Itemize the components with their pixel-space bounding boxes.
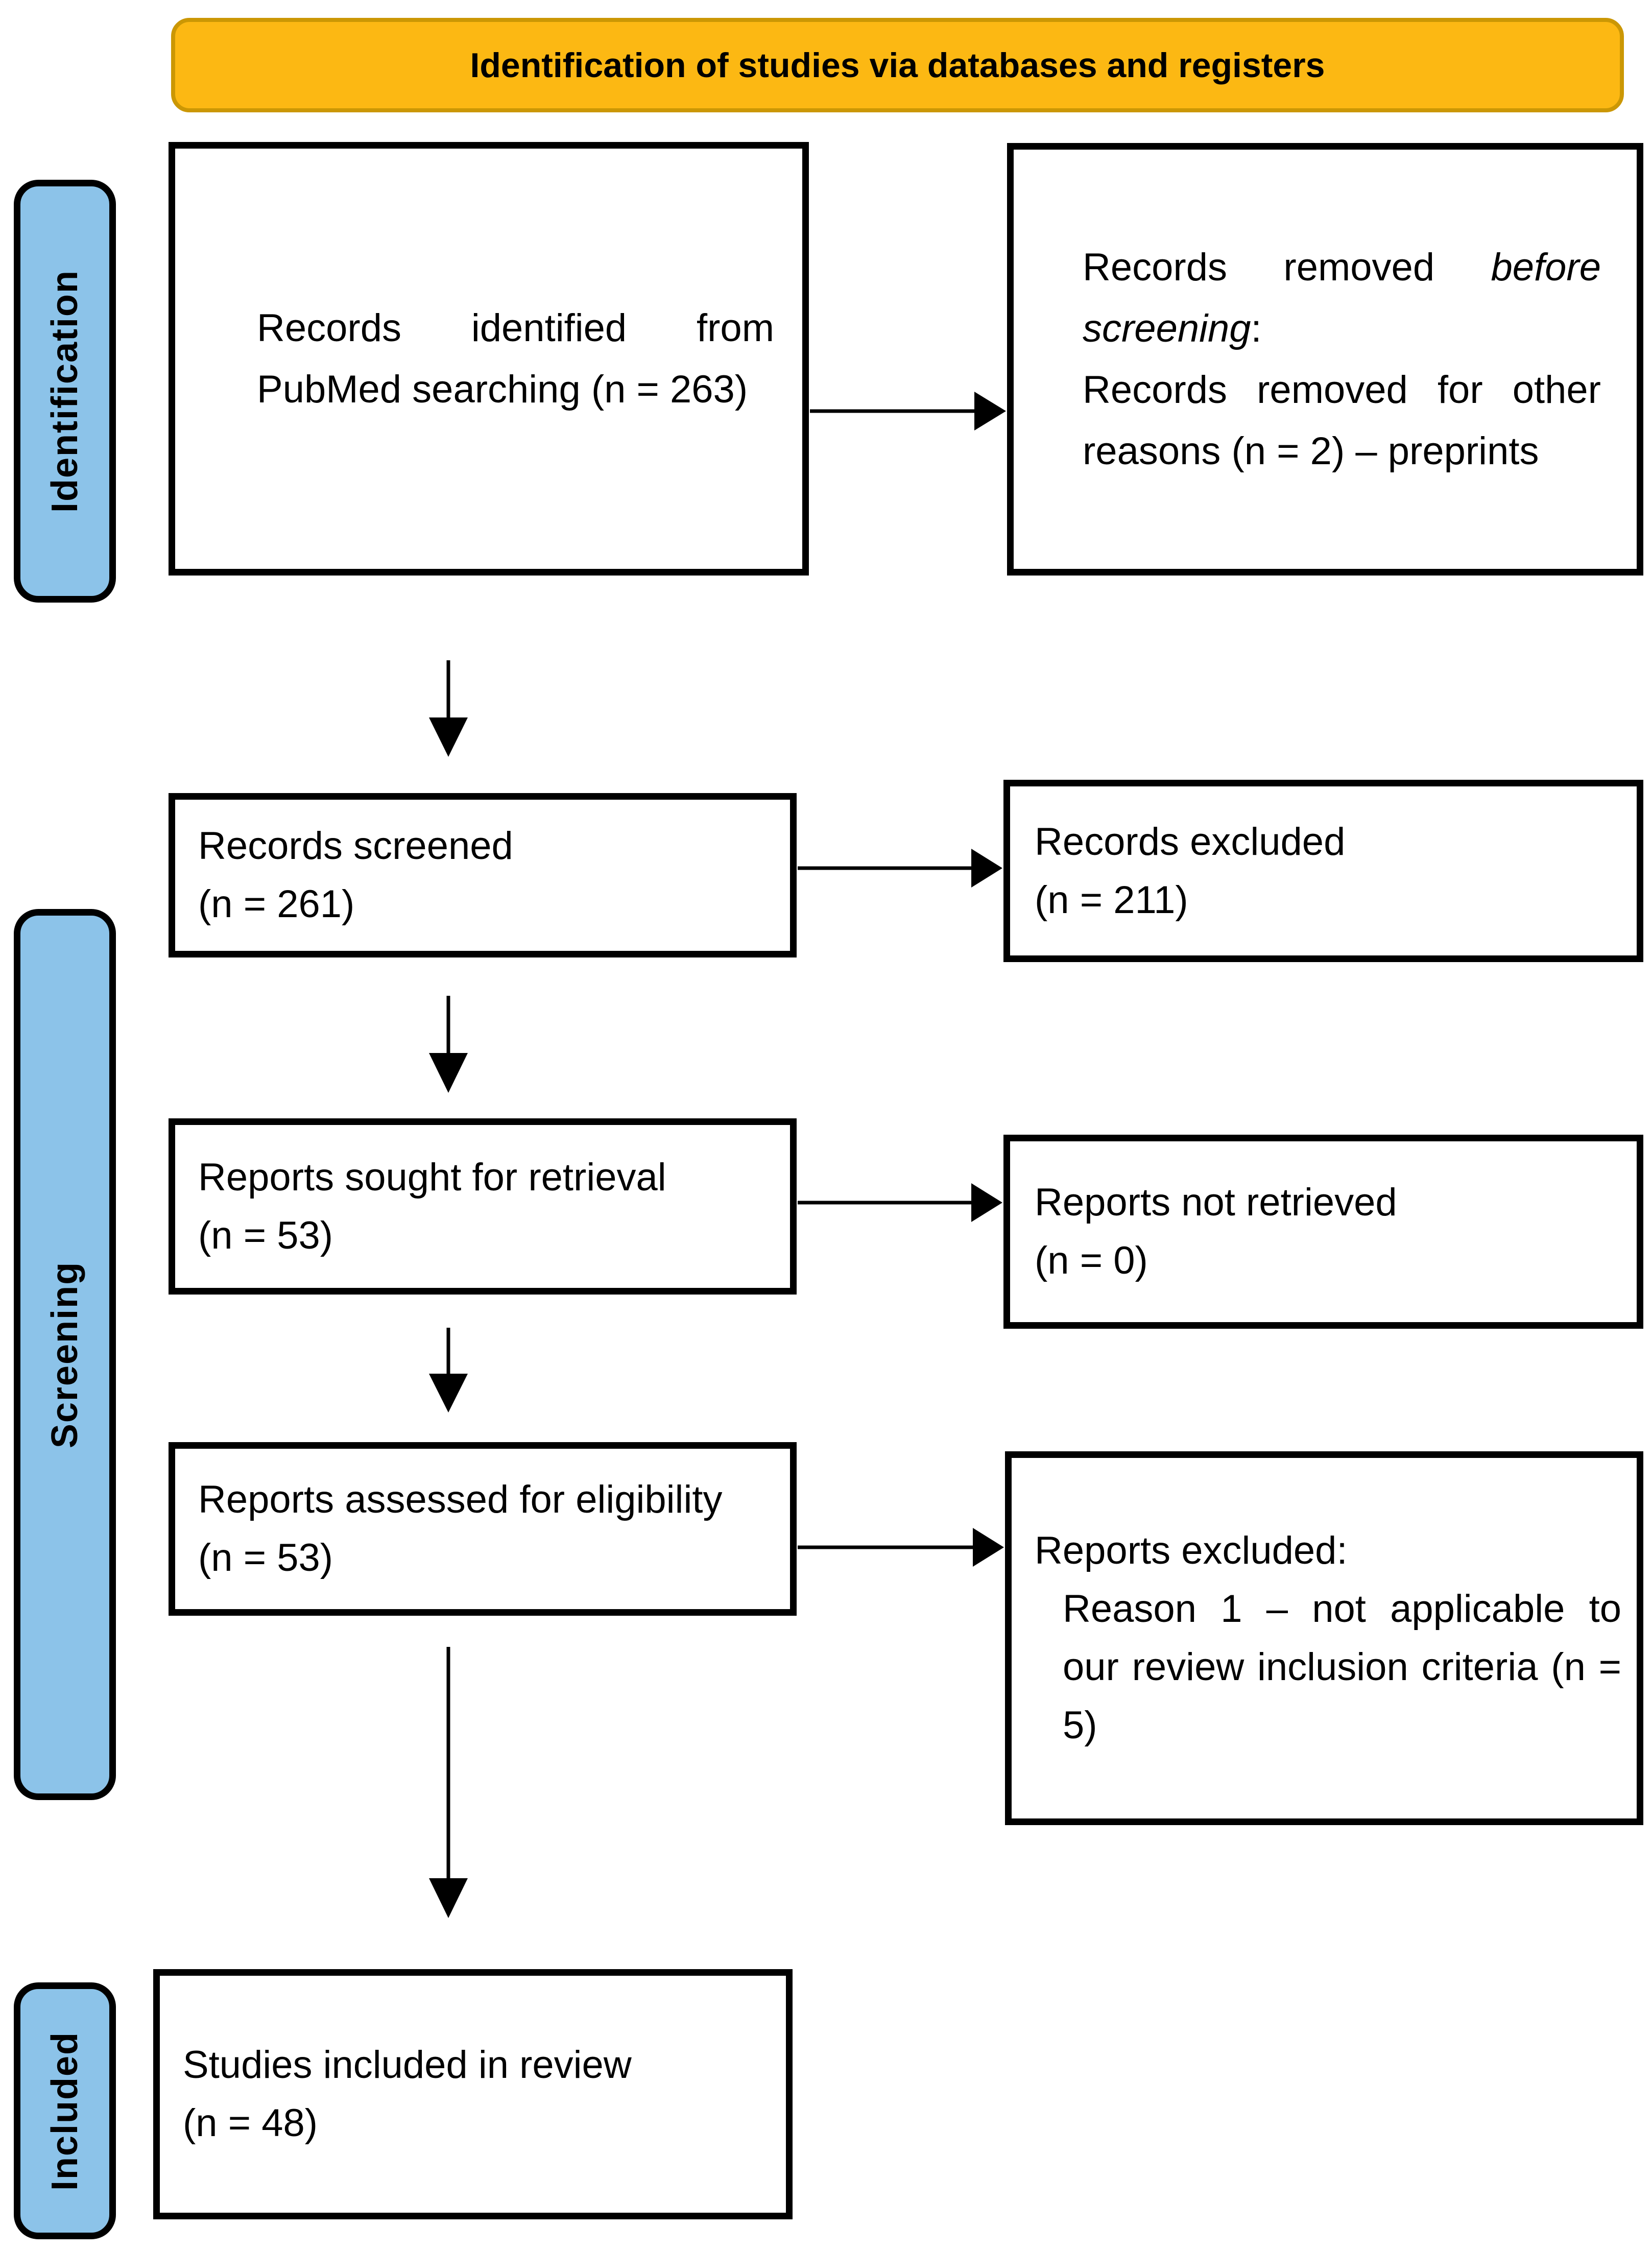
arrow-assessed-to-excluded-reasons <box>798 1528 1004 1567</box>
banner-identification-via-databases: Identification of studies via databases … <box>171 18 1624 112</box>
box-reports-assessed: Reports assessed for eligibility(n = 53) <box>169 1442 797 1616</box>
box-records-screened: Records screened(n = 261) <box>169 793 797 957</box>
arrow-screened-to-excluded <box>798 849 1002 888</box>
sidebar-stage-screening: Screening <box>14 909 116 1800</box>
box-reports-sought: Reports sought for retrieval(n = 53) <box>169 1118 797 1295</box>
arrow-assessed-to-included <box>429 1647 468 1918</box>
arrow-identified-to-removed <box>810 392 1006 430</box>
sidebar-stage-identification-label: Identification <box>44 270 85 513</box>
box-studies-included: Studies included in review(n = 48) <box>153 1969 793 2219</box>
arrow-screened-to-sought <box>429 996 468 1093</box>
sidebar-stage-included: Included <box>14 1982 116 2239</box>
sidebar-stage-included-label: Included <box>44 2031 86 2191</box>
sidebar-stage-screening-label: Screening <box>44 1261 85 1448</box>
sidebar-stage-identification: Identification <box>14 180 116 603</box>
arrow-sought-to-not-retrieved <box>798 1183 1002 1222</box>
arrow-sought-to-assessed <box>429 1328 468 1412</box>
box-reports-not-retrieved: Reports not retrieved(n = 0) <box>1003 1135 1643 1329</box>
box-records-excluded: Records excluded(n = 211) <box>1003 780 1643 962</box>
banner-title: Identification of studies via databases … <box>470 45 1325 85</box>
box-reports-excluded-reasons: Reports excluded:Reason 1 – not applicab… <box>1005 1451 1643 1825</box>
arrow-identified-to-screened <box>429 660 468 757</box>
